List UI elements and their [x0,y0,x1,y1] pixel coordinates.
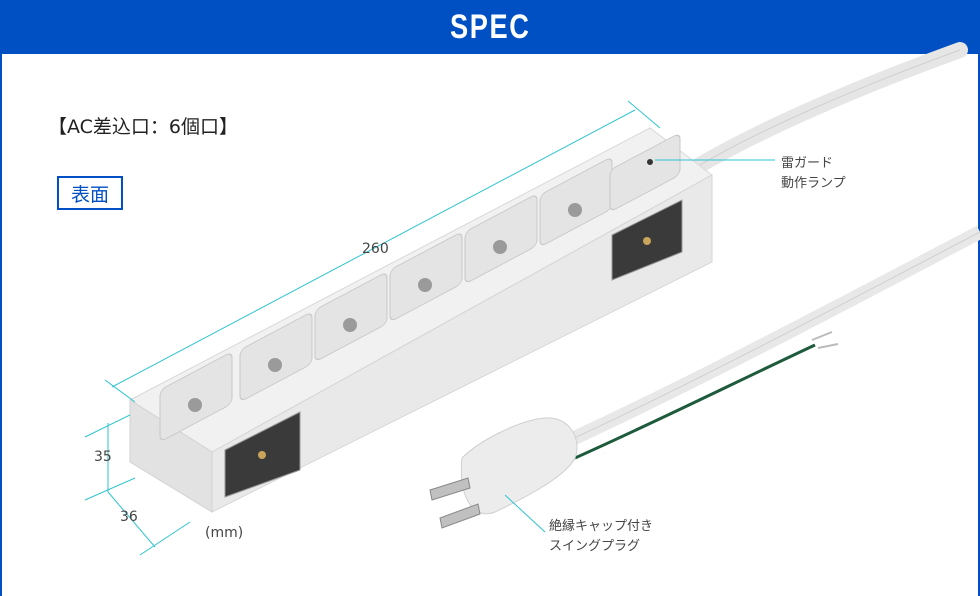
plug-callout: 絶縁キャップ付き スイングプラグ [549,517,653,557]
plug-callout-line1: 絶縁キャップ付き [549,519,654,534]
dimension-unit: (mm) [205,525,244,541]
dimension-height: 35 [94,449,112,465]
thunder-guard-panel [609,134,681,211]
plug-prongs [429,477,481,529]
lamp-callout-line2: 動作ランプ [781,176,846,191]
lamp-indicator [647,159,653,165]
plug-callout-line2: スイングプラグ [549,539,641,554]
dimension-width: 36 [120,509,138,525]
ground-wire [574,343,816,460]
plug-body [460,417,578,515]
section-title: 【AC差込口：6個口】 [48,116,239,138]
ground-terminal [811,331,839,349]
dimension-length: 260 [362,241,389,257]
header-title: SPEC [449,7,531,46]
view-badge: 表面 [57,176,123,210]
lamp-callout: 雷ガード 動作ランプ [781,154,846,194]
magnet-screw-right [643,237,651,245]
magnet-screw-left [258,451,266,459]
dimension-lines [84,100,775,556]
outlets [159,134,681,441]
spec-header: SPEC [0,0,980,54]
outlet-slots [188,203,582,412]
power-cord-upper [692,42,968,173]
lamp-callout-line1: 雷ガード [781,156,834,171]
strip-end-face [129,399,213,513]
